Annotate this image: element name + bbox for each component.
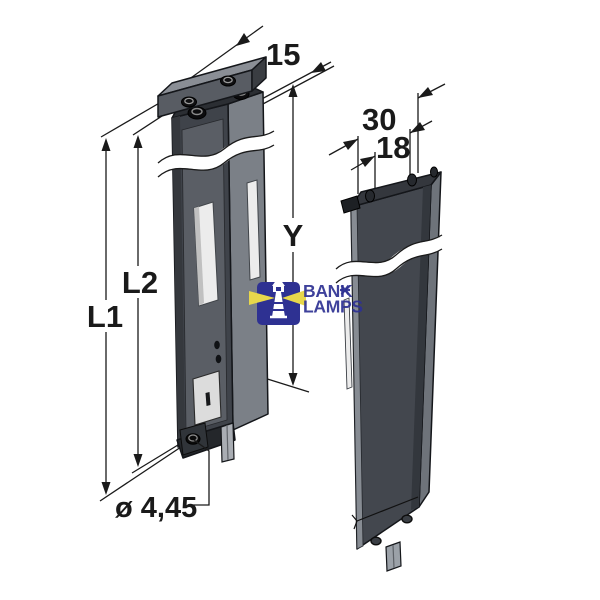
star-icon: [340, 284, 350, 296]
label-y: Y: [283, 218, 304, 253]
watermark-logo: BANK LAMPS: [249, 277, 363, 325]
beam-right-icon: [282, 290, 306, 306]
top-corner-tab: [340, 195, 361, 214]
break-line: [153, 130, 278, 178]
right-sensor: [331, 166, 446, 572]
hole-diameter-leader: [191, 439, 210, 506]
top-tab: [430, 166, 438, 178]
label-hole-diameter: ø 4,45: [115, 492, 197, 524]
beam-left-icon: [249, 291, 275, 305]
logo-text-line2: LAMPS: [303, 297, 363, 317]
bottom-cap-line: [351, 496, 419, 530]
label-l2: L2: [122, 265, 158, 300]
lighthouse-glyph: [270, 277, 287, 319]
cap-screw-hole: [401, 514, 413, 524]
front-window-shade: [194, 206, 204, 306]
top-tab: [365, 189, 375, 203]
top-tab: [407, 173, 417, 187]
led-indicators: [214, 340, 222, 364]
mounting-bracket: [157, 56, 267, 118]
break-line: [331, 234, 446, 284]
right-sensor-edge-shade: [411, 185, 431, 510]
dimension-30-18: [328, 83, 446, 194]
edge-window-stripe: [343, 297, 353, 390]
label-depth-15: 15: [266, 37, 300, 72]
dimension-l1-l2: [99, 90, 197, 502]
left-sensor: [153, 56, 278, 463]
label-window-18: 18: [376, 130, 410, 165]
dimension-labels: 15 30 18 Y L2 L1 ø 4,45: [87, 37, 411, 524]
label-width-30: 30: [362, 102, 396, 137]
cap-screw-hole: [370, 536, 382, 546]
left-sensor-edge-shade: [172, 116, 185, 446]
side-window: [246, 179, 261, 281]
logo-text-line1: BANK: [303, 281, 353, 301]
label-l1: L1: [87, 299, 123, 334]
label-slot: [205, 392, 211, 406]
